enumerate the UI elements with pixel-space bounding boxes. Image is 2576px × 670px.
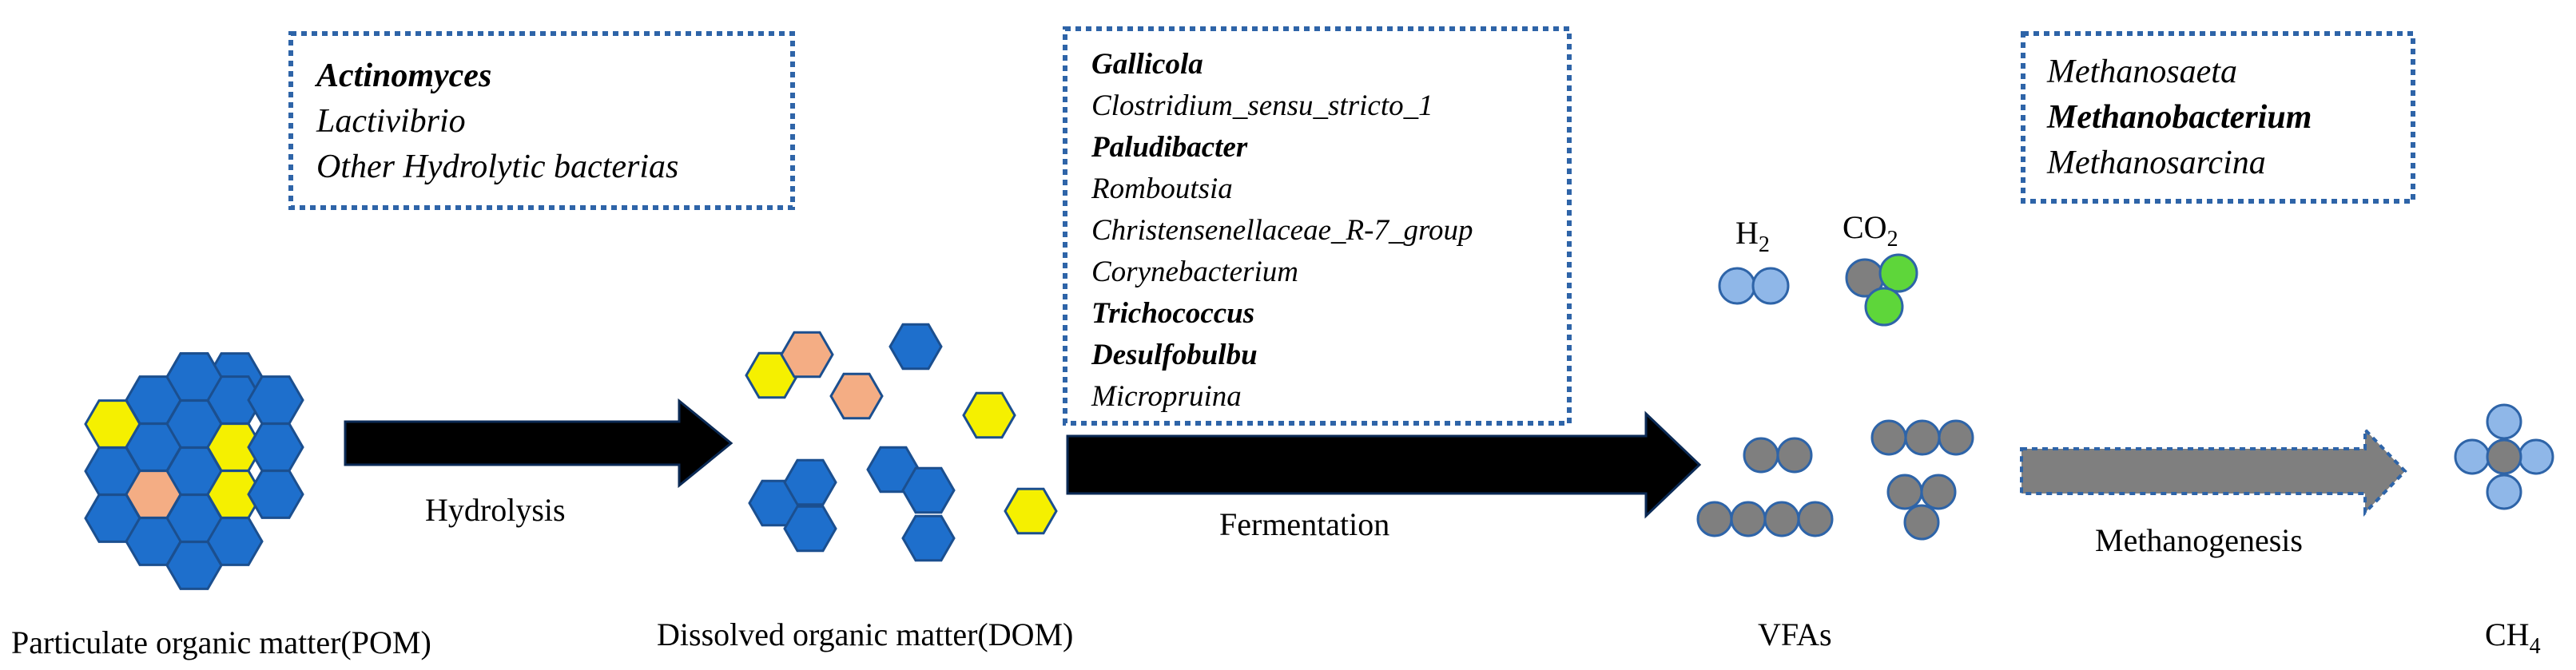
vfa-atom <box>1903 504 1940 541</box>
pom-hexagon <box>247 422 304 472</box>
vfa-atom <box>1870 419 1907 456</box>
dom-hexagon <box>1004 487 1058 535</box>
hydrolytic-taxon-3: Other Hydrolytic bacterias <box>316 149 678 185</box>
vfa-atom <box>1763 501 1800 537</box>
h2-main: H <box>1735 215 1759 251</box>
hydrolysis-label: Hydrolysis <box>425 492 566 528</box>
h2-subscript: 2 <box>1759 232 1770 257</box>
fermentation-arrow <box>1066 410 1702 519</box>
h2-molecule <box>1718 267 1790 305</box>
dom-hexagon <box>783 505 837 553</box>
vfa-atom <box>1920 474 1957 510</box>
dom-hexagons <box>745 323 1058 562</box>
dom-hexagon <box>962 391 1016 439</box>
vfa-atom <box>1743 437 1779 474</box>
vfas-label: VFAs <box>1758 616 1832 652</box>
oxygen-atom <box>1878 253 1918 293</box>
dom-label: Dissolved organic matter(DOM) <box>657 616 1073 652</box>
ch4-subscript: 4 <box>2530 634 2541 659</box>
vfa-atom <box>1730 501 1767 537</box>
methanogen-taxon-2: Methanobacterium <box>2046 99 2312 136</box>
pom-hexagon <box>165 352 223 402</box>
pom-hexagon <box>165 541 223 590</box>
hydrolytic-bacteria-box <box>288 31 795 210</box>
vfa-atom <box>1886 474 1923 510</box>
ch4-molecule <box>2454 403 2554 510</box>
fermentative-bacteria-box <box>1063 26 1572 426</box>
hydrogen-atom <box>2486 474 2522 510</box>
hydrogen-atom <box>1751 267 1790 305</box>
carbon-atom <box>2486 438 2522 475</box>
vfa-atom <box>1797 501 1834 537</box>
dom-hexagon <box>780 331 834 379</box>
vfa-atom <box>1696 501 1733 537</box>
vfa-atom <box>1938 419 1974 456</box>
hydrolysis-arrow <box>344 398 733 489</box>
hydrogen-atom <box>2454 438 2491 475</box>
methanogenesis-arrow <box>2020 426 2407 517</box>
dom-hexagon <box>783 458 837 506</box>
pom-hexagon <box>247 375 304 425</box>
dom-hexagon <box>888 323 943 371</box>
oxygen-atom <box>1864 287 1904 327</box>
methanogen-taxon-3: Methanosarcina <box>2046 145 2266 181</box>
pom-hexagons <box>84 352 304 590</box>
dom-hexagon <box>901 466 956 514</box>
fermentation-taxon-9: Micropruina <box>1091 380 1242 413</box>
h2-label: H2 <box>1735 215 1770 257</box>
ch4-label: CH4 <box>2485 616 2541 659</box>
fermentation-label: Fermentation <box>1219 506 1389 542</box>
fermentation-taxon-7: Trichococcus <box>1091 297 1254 330</box>
hydrogen-atom <box>2518 438 2554 475</box>
hydrolytic-taxon-1: Actinomyces <box>314 57 491 94</box>
co2-label: CO2 <box>1843 209 1898 252</box>
hydrogen-atom <box>1718 267 1756 305</box>
pom-label: Particulate organic matter(POM) <box>11 624 431 660</box>
dom-hexagon <box>829 372 884 420</box>
methanogenesis-label: Methanogenesis <box>2095 522 2303 558</box>
dom-hexagon <box>901 514 956 562</box>
fermentation-taxon-6: Corynebacterium <box>1091 256 1298 288</box>
fermentation-taxon-1: Gallicola <box>1091 48 1203 81</box>
fermentation-taxon-8: Desulfobulbu <box>1091 339 1258 371</box>
vfa-molecules <box>1696 419 1974 541</box>
pom-hexagon <box>247 470 304 519</box>
fermentation-taxon-3: Paludibacter <box>1091 131 1248 164</box>
co2-main: CO <box>1843 209 1887 245</box>
co2-subscript: 2 <box>1887 227 1898 252</box>
ch4-main: CH <box>2485 616 2530 652</box>
hydrogen-atom <box>2486 403 2522 440</box>
vfa-atom <box>1776 437 1813 474</box>
fermentation-taxon-2: Clostridium_sensu_stricto_1 <box>1091 89 1433 122</box>
vfa-atom <box>1904 419 1941 456</box>
fermentation-taxon-5: Christensenellaceae_R-7_group <box>1091 214 1473 247</box>
methanogen-taxon-1: Methanosaeta <box>2046 54 2237 90</box>
co2-molecule <box>1845 253 1918 327</box>
fermentation-taxon-4: Romboutsia <box>1091 172 1233 205</box>
methanogen-box <box>2021 31 2415 204</box>
hydrolytic-taxon-2: Lactivibrio <box>316 103 466 140</box>
